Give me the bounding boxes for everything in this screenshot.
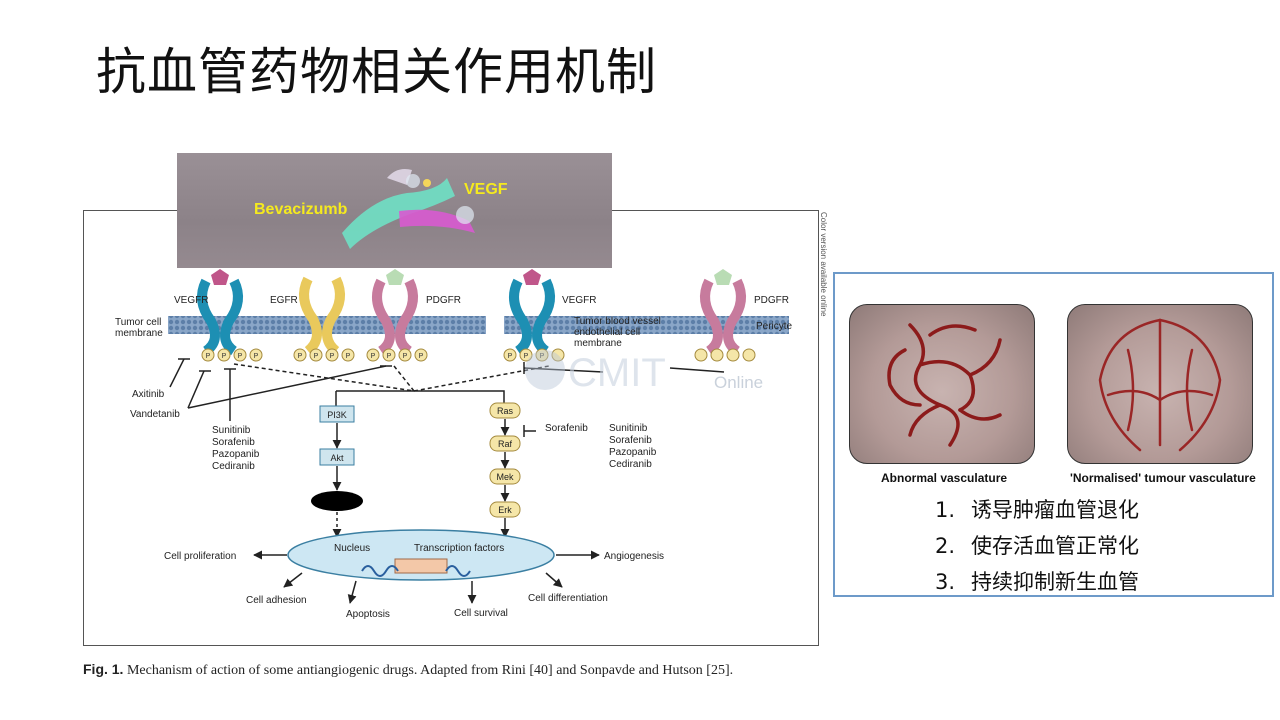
receptor-pdgfr-1: [372, 269, 418, 356]
drug-label: Sunitinib: [609, 423, 648, 434]
list-item: 3. 持续抑制新生血管: [935, 564, 1139, 600]
list-item-number: 1.: [935, 498, 956, 522]
drug-label: Sunitinib: [212, 425, 251, 436]
phospho-groups: [201, 348, 756, 362]
bevacizumab-inset: Bevacizumb VEGF: [177, 153, 612, 268]
effects-list: 1. 诱导肿瘤血管退化 2. 使存活血管正常化 3. 持续抑制新生血管: [935, 492, 1139, 600]
pathway-node: Raf: [498, 439, 513, 449]
transcription-factors-label: Transcription factors: [414, 543, 504, 554]
phospho-label: P: [524, 353, 529, 360]
drug-label: Sorafenib: [212, 437, 255, 448]
drug-label: Cediranib: [212, 461, 255, 472]
pathway-right: Ras Raf Mek Erk: [489, 402, 521, 538]
abnormal-vasculature-image: [849, 304, 1035, 464]
drug-label: Pazopanib: [609, 447, 657, 458]
bevacizumab-label: Bevacizumb: [254, 201, 348, 218]
list-item: 1. 诱导肿瘤血管退化: [935, 492, 1139, 528]
outcome-label: Cell proliferation: [164, 551, 236, 562]
caption-text: Mechanism of action of some antiangiogen…: [123, 663, 734, 678]
abnormal-caption: Abnormal vasculature: [881, 471, 1008, 485]
caption-fig-number: Fig. 1.: [83, 661, 124, 677]
figure-caption: Fig. 1. Mechanism of action of some anti…: [83, 661, 733, 679]
drug-label: Cediranib: [609, 459, 652, 470]
phospho-label: P: [330, 353, 335, 360]
pathway-left: PI3K Akt: [311, 405, 363, 538]
phospho-label: P: [314, 353, 319, 360]
membrane-label-tumor-1: Tumor cell: [115, 317, 161, 328]
membrane-label-pericyte: Pericyte: [756, 321, 793, 332]
phospho-label: P: [346, 353, 351, 360]
pathway-node: Akt: [330, 453, 344, 463]
receptor-egfr: [299, 276, 345, 355]
color-version-note: Color version available online: [819, 212, 828, 317]
outcome-label: Angiogenesis: [604, 551, 664, 562]
list-item-number: 3.: [935, 570, 956, 594]
receptor-vegfr-1: [197, 269, 243, 356]
vasculature-panel: Abnormal vasculature 'Normalised' tumour…: [833, 272, 1274, 597]
receptor-vegfr-2: [509, 269, 555, 356]
abnormal-vessels: [887, 323, 1002, 447]
vegf-label: VEGF: [464, 181, 508, 198]
receptor-label: VEGFR: [174, 295, 208, 306]
receptor-label: PDGFR: [754, 295, 789, 306]
drug-label-ras: Sorafenib: [545, 423, 588, 434]
outcome-label: Apoptosis: [346, 609, 390, 620]
nucleus: Nucleus Transcription factors: [287, 529, 555, 581]
list-item-text: 持续抑制新生血管: [971, 570, 1139, 594]
phospho-label: P: [298, 353, 303, 360]
pathway-node: Erk: [498, 505, 512, 515]
pathway-node: Ras: [497, 406, 514, 416]
phospho-label: P: [403, 353, 408, 360]
phospho-label: P: [254, 353, 259, 360]
outcome-arrows: [253, 550, 600, 604]
phospho-label: P: [419, 353, 424, 360]
list-item-text: 使存活血管正常化: [971, 534, 1139, 558]
normalised-caption: 'Normalised' tumour vasculature: [1070, 471, 1256, 485]
drug-label: Pazopanib: [212, 449, 260, 460]
list-item-number: 2.: [935, 534, 956, 558]
drug-label: Sorafenib: [609, 435, 652, 446]
mechanism-diagram: P P P P P P P P P P P P P P P VEGFR EGFR…: [115, 269, 793, 620]
pathway-node: Mek: [496, 472, 514, 482]
outcome-label: Cell differentiation: [528, 593, 608, 604]
dashed-signal: [233, 363, 550, 392]
receptor-pdgfr-2: [700, 269, 746, 356]
receptor-label: PDGFR: [426, 295, 461, 306]
drug-label: Axitinib: [132, 389, 165, 400]
slide-title: 抗血管药物相关作用机制: [96, 43, 657, 101]
phospho-label: P: [371, 353, 376, 360]
antibody-graphic: [342, 169, 475, 249]
receptor-label: VEGFR: [562, 295, 596, 306]
inhibitor-lines: [169, 358, 725, 437]
normalised-vasculature-image: [1067, 304, 1253, 464]
drug-label: Vandetanib: [130, 409, 180, 420]
normalised-vessels: [1098, 318, 1222, 452]
phospho-label: P: [238, 353, 243, 360]
mechanism-figure: P P P P P P P P P P P P P P P VEGFR EGFR…: [83, 210, 819, 646]
phospho-label: P: [508, 353, 513, 360]
membrane-label-vessel-2: endothelial cell: [574, 327, 640, 338]
phospho-label: P: [206, 353, 211, 360]
pathway-node: PI3K: [327, 410, 347, 420]
phospho-label: P: [387, 353, 392, 360]
membrane-label-tumor-2: membrane: [115, 328, 163, 339]
phospho-label: P: [540, 353, 545, 360]
outcome-label: Cell survival: [454, 608, 508, 619]
receptor-label: EGFR: [270, 295, 298, 306]
outcome-label: Cell adhesion: [246, 595, 307, 606]
nucleus-label: Nucleus: [334, 543, 370, 554]
phospho-label: P: [222, 353, 227, 360]
membrane-label-vessel-3: membrane: [574, 338, 622, 349]
membrane-label-vessel-1: Tumor blood vessel: [574, 316, 661, 327]
list-item-text: 诱导肿瘤血管退化: [971, 498, 1139, 522]
list-item: 2. 使存活血管正常化: [935, 528, 1139, 564]
